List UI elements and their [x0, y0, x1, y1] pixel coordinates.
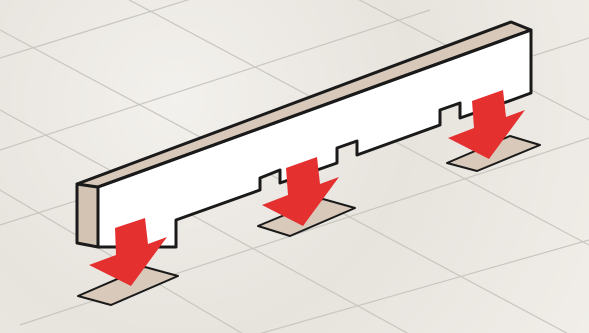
- insertion-arrows: [89, 90, 525, 286]
- beam-top-edge: [97, 28, 532, 189]
- arrow-left: [89, 218, 167, 286]
- beam-end-face: [75, 182, 100, 249]
- arrow-middle: [262, 157, 339, 226]
- grid-line: [0, 9, 431, 151]
- grid-line: [0, 0, 190, 59]
- grid-line: [259, 239, 589, 333]
- grid-line: [0, 109, 409, 333]
- arrow-right: [448, 90, 525, 159]
